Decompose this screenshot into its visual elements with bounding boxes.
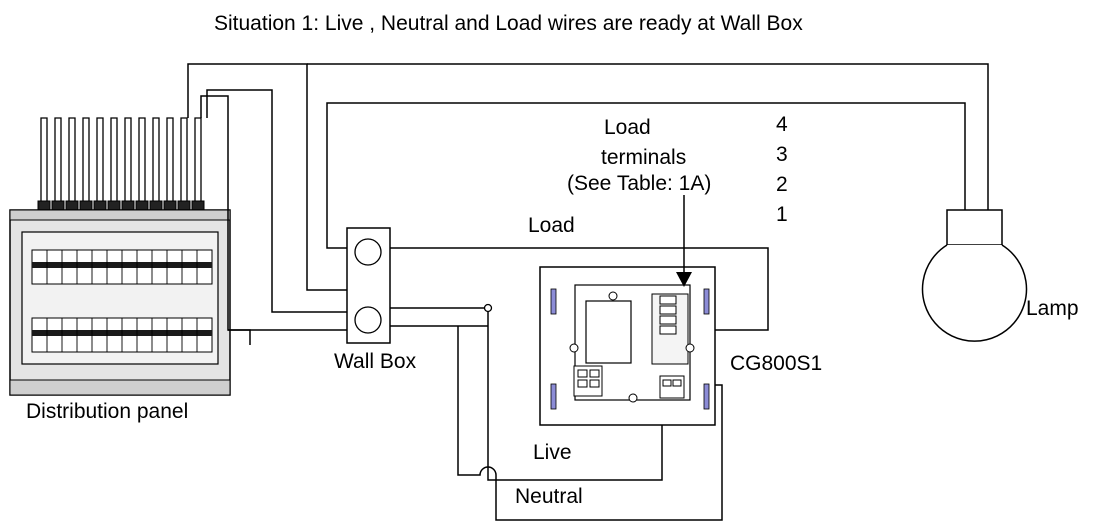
wire-junction-drop [487, 308, 663, 481]
wire-panel-b [228, 329, 251, 345]
panel-top-trim [9, 209, 231, 221]
load-terminals-line3: (See Table: 1A) [567, 172, 712, 195]
mount-screw-right [685, 343, 695, 353]
junction-node [483, 303, 493, 313]
load-terminals-line2: terminals [601, 146, 687, 169]
device-clips [550, 288, 710, 410]
label-neutral-wire: Neutral [515, 485, 583, 508]
panel-bottom-trim [9, 379, 231, 396]
mount-screw-left [569, 343, 579, 353]
live-terminal-block [573, 365, 685, 399]
diagram-title: Situation 1: Live , Neutral and Load wir… [214, 12, 803, 35]
breaker-row-top [31, 249, 213, 285]
load-terminals-arrow [676, 195, 692, 287]
breaker-row-bottom [31, 317, 213, 353]
wire-panel-neutral [200, 95, 347, 331]
terminal-number-4: 4 [776, 113, 788, 136]
terminal-number-1: 1 [776, 203, 788, 226]
label-wall-box: Wall Box [334, 350, 417, 373]
label-distribution-panel: Distribution panel [26, 400, 189, 423]
terminal-number-2: 2 [776, 173, 788, 196]
wire-panel-live [206, 89, 347, 313]
panel-cables [40, 117, 202, 205]
wall-box [346, 227, 391, 344]
label-device: CG800S1 [730, 352, 823, 375]
distribution-panel [9, 117, 231, 396]
wire-lamp-outer-drop [307, 63, 989, 210]
label-load-wire: Load [528, 214, 575, 237]
label-live-wire: Live [533, 441, 572, 464]
terminal-number-3: 3 [776, 143, 788, 166]
label-lamp: Lamp [1026, 297, 1079, 320]
load-terminals-line1: Load [604, 116, 651, 139]
lamp [921, 209, 1028, 342]
wire-inner-lamp [326, 102, 966, 249]
cg800s1-device [539, 266, 716, 426]
load-terminal-block [659, 295, 677, 335]
